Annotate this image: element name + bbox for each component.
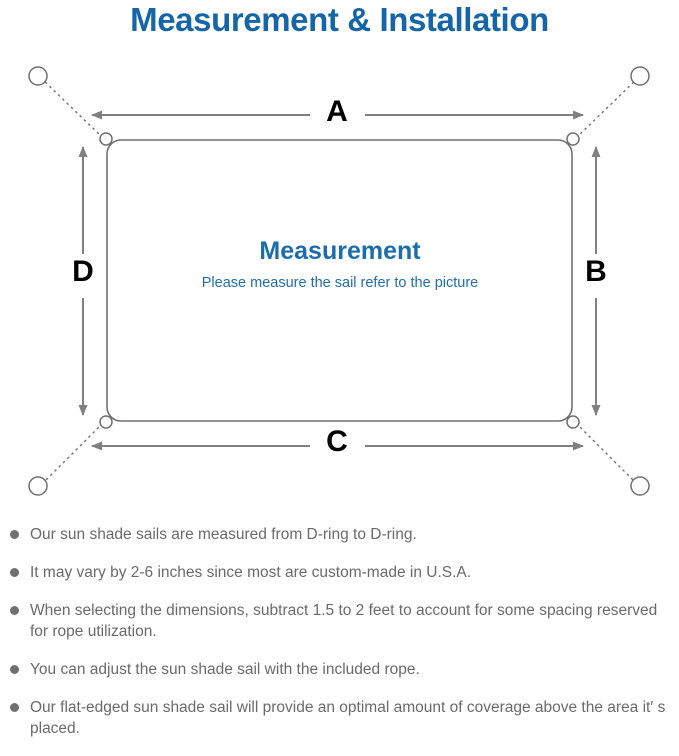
notes-list: Our sun shade sails are measured from D-… — [0, 524, 679, 756]
note-text: Our sun shade sails are measured from D-… — [30, 526, 417, 543]
dimension-label-d: D — [62, 256, 104, 288]
note-text: You can adjust the sun shade sail with t… — [30, 661, 420, 678]
anchor-point-bottom-left — [28, 476, 48, 496]
rope-line-top-left — [40, 77, 104, 139]
measurement-diagram: A B C D Measurement Please measure the s… — [0, 48, 679, 518]
page-title: Measurement & Installation — [130, 1, 549, 38]
diagram-canvas — [28, 66, 650, 496]
d-ring-bottom-left — [99, 415, 113, 429]
anchor-point-top-left — [28, 66, 48, 86]
note-item: It may vary by 2-6 inches since most are… — [0, 562, 679, 583]
d-ring-top-left — [99, 132, 113, 146]
bullet-icon — [10, 665, 19, 674]
dimension-label-c: C — [313, 426, 361, 458]
note-text: Our flat-edged sun shade sail will provi… — [30, 699, 666, 737]
bullet-icon — [10, 703, 19, 712]
d-ring-top-right — [566, 132, 580, 146]
bullet-icon — [10, 530, 19, 539]
d-ring-bottom-right — [566, 415, 580, 429]
rope-line-top-right — [575, 77, 639, 139]
rope-line-bottom-left — [40, 422, 104, 486]
note-item: Our flat-edged sun shade sail will provi… — [0, 697, 679, 739]
sail-body — [106, 139, 573, 422]
rope-line-bottom-right — [575, 422, 639, 486]
sail-caption-subtitle: Please measure the sail refer to the pic… — [201, 275, 479, 291]
anchor-point-top-right — [630, 66, 650, 86]
note-text: It may vary by 2-6 inches since most are… — [30, 564, 472, 581]
dimension-label-a: A — [313, 96, 361, 128]
sail-caption-title: Measurement — [259, 237, 421, 265]
sail-caption: Measurement Please measure the sail refe… — [107, 236, 573, 294]
note-item: Our sun shade sails are measured from D-… — [0, 524, 679, 545]
bullet-icon — [10, 568, 19, 577]
bullet-icon — [10, 606, 19, 615]
note-item: You can adjust the sun shade sail with t… — [0, 659, 679, 680]
note-text: When selecting the dimensions, subtract … — [30, 602, 658, 640]
anchor-point-bottom-right — [630, 476, 650, 496]
dimension-label-b: B — [575, 256, 617, 288]
note-item: When selecting the dimensions, subtract … — [0, 600, 679, 642]
